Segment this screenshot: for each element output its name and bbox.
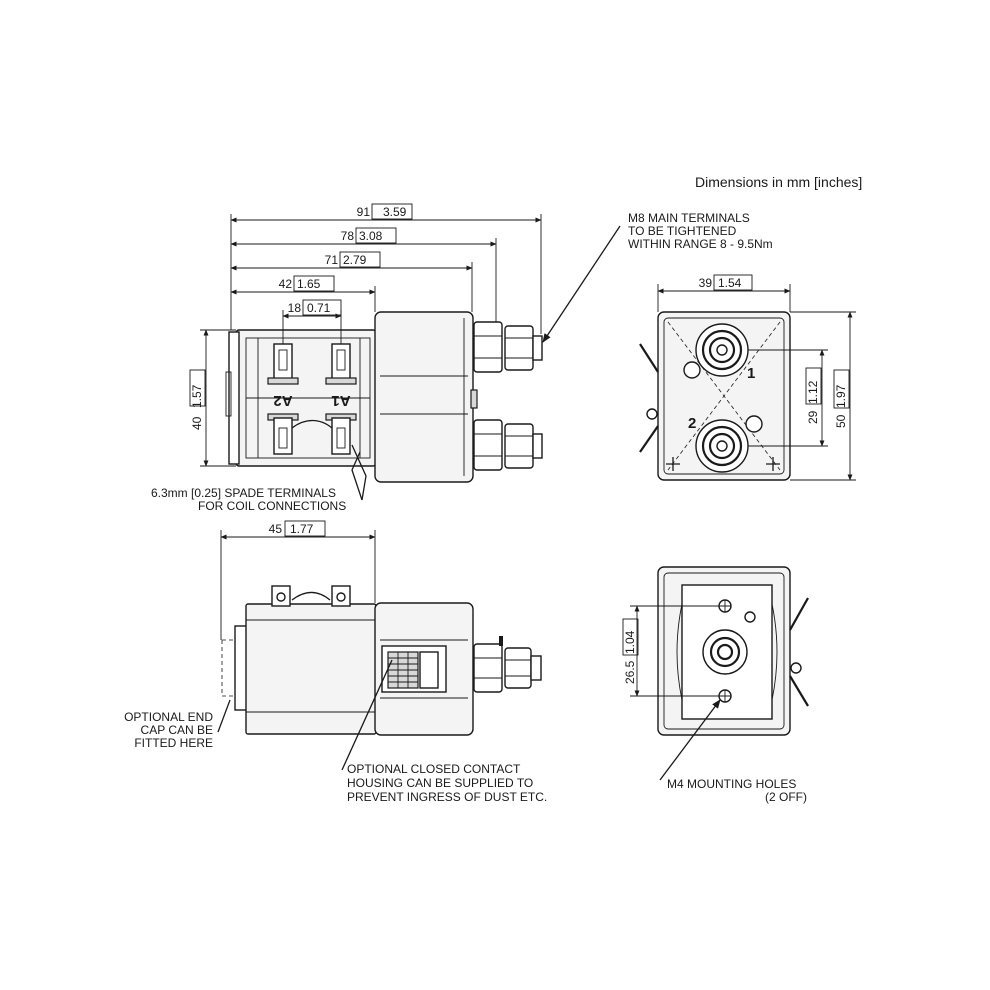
dim-50: 50 [834, 414, 848, 428]
dim-91: 91 [357, 205, 371, 219]
note-end-cap-line2: CAP CAN BE [141, 723, 213, 737]
terminal-2 [695, 419, 749, 473]
dim-40: 40 [190, 416, 204, 430]
dim-26-5-inches: 1.04 [623, 630, 637, 654]
dim-39-inches: 1.54 [718, 276, 742, 290]
coil-label-a1: A1 [331, 392, 350, 409]
contact-grid [387, 651, 439, 689]
note-main-terminals-line2: TO BE TIGHTENED [628, 224, 737, 238]
side-view: 45 1.77 [217, 520, 542, 771]
mounting-hole-upper [718, 599, 732, 613]
end-view: 1 2 39 1.54 29 1.12 50 1.97 [639, 274, 856, 481]
note-main-terminals-line1: M8 MAIN TERMINALS [628, 211, 750, 225]
dim-18-inches: 0.71 [307, 301, 331, 315]
dim-45: 45 [269, 522, 283, 536]
note-contact-housing-line3: PREVENT INGRESS OF DUST ETC. [347, 790, 547, 804]
screw-icon [666, 457, 780, 471]
note-end-cap-line3: FITTED HERE [134, 736, 213, 750]
main-terminal-upper [473, 321, 543, 373]
coil-label-a2: A2 [273, 392, 292, 409]
dim-78-inches: 3.08 [359, 229, 383, 243]
note-mounting-holes-line1: M4 MOUNTING HOLES [667, 777, 796, 791]
dim-40-inches: 1.57 [190, 384, 204, 408]
dim-71-inches: 2.79 [343, 253, 367, 267]
spade-terminal-a1-bottom [325, 413, 357, 455]
dim-29-inches: 1.12 [806, 380, 820, 404]
note-mounting-holes-line2: (2 OFF) [765, 790, 807, 804]
mounting-hole-lower [718, 689, 732, 703]
note-spade-terminals-line2: FOR COIL CONNECTIONS [198, 499, 346, 513]
dim-29: 29 [806, 410, 820, 424]
center-terminal [702, 629, 748, 675]
dim-71: 71 [325, 253, 339, 267]
dim-91-inches: 3.59 [383, 205, 407, 219]
dim-42: 42 [279, 277, 293, 291]
note-main-terminals-line3: WITHIN RANGE 8 - 9.5Nm [628, 237, 773, 251]
dim-42-inches: 1.65 [297, 277, 321, 291]
main-terminal-lower [473, 419, 543, 471]
dim-18: 18 [288, 301, 302, 315]
spade-terminal-a1-top [325, 343, 357, 385]
spade-terminal-a2-bottom [267, 413, 299, 455]
front-view: A2 A1 [189, 203, 621, 501]
dim-45-inches: 1.77 [290, 522, 314, 536]
terminal-number-1: 1 [747, 365, 755, 382]
dim-78: 78 [341, 229, 355, 243]
dim-39: 39 [699, 276, 713, 290]
dim-26-5: 26.5 [623, 660, 637, 684]
note-contact-housing-line1: OPTIONAL CLOSED CONTACT [347, 762, 521, 776]
terminal-number-2: 2 [688, 415, 696, 432]
dim-50-inches: 1.97 [834, 384, 848, 408]
units-note: Dimensions in mm [inches] [695, 174, 862, 190]
rear-view: 26.5 1.04 [622, 566, 809, 781]
note-contact-housing-line2: HOUSING CAN BE SUPPLIED TO [347, 776, 533, 790]
note-end-cap-line1: OPTIONAL END [124, 710, 213, 724]
note-spade-terminals-line1: 6.3mm [0.25] SPADE TERMINALS [151, 486, 336, 500]
terminal-1 [695, 323, 749, 377]
